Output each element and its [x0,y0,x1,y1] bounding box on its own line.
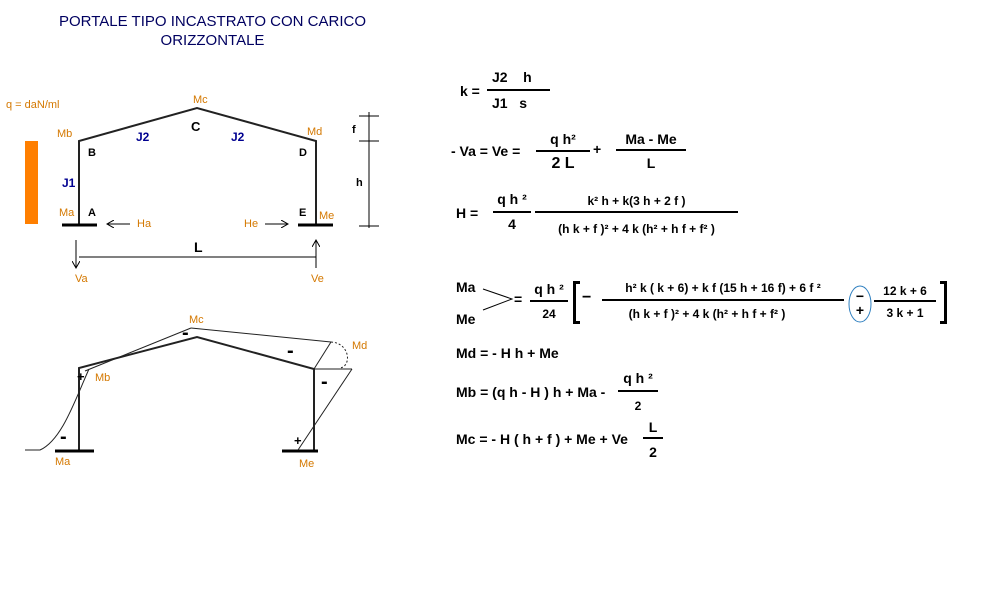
label-md: Md [307,126,322,138]
formula-mb-lhs: Mb = (q h - H ) h + Ma - [456,384,606,400]
label-ve: Ve [311,273,324,285]
label-e: E [299,207,306,219]
label-mc: Mc [193,94,208,106]
formula-h-den2: (h k + f )² + 4 k (h² + h f + f² ) [558,222,715,236]
formula-mc-den: 2 [649,444,657,460]
label-h: h [356,177,363,189]
fraction-bar [618,390,658,392]
formula-va-lhs: - Va = Ve = [451,143,521,159]
label-va: Va [75,273,89,285]
moment-frame [78,335,315,450]
fraction-bar [874,300,936,302]
moment-line-right-column [297,368,353,451]
formula-mc-num: L [648,419,658,435]
page-title: PORTALE TIPO INCASTRATO CON CARICO ORIZZ… [30,12,395,50]
moment-sign-minus-beam: - [287,340,294,362]
moment-dashed-arc [330,341,348,369]
moment-sign-minus-ma: - [60,426,67,448]
load-label: q = daN/ml [6,99,60,111]
title-line-2: ORIZZONTALE [160,32,265,49]
label-d: D [299,147,307,159]
fraction-bar [535,211,738,213]
moment-label-ma: Ma [55,456,71,468]
label-j2-right: J2 [231,130,245,144]
fraction-bar [487,89,550,91]
moment-line-right [313,341,332,370]
formula-k-denominator: J1 s [492,95,528,111]
moment-curve-left-column [25,368,90,451]
formula-mame-minus: − [582,289,592,306]
formula-mame-pm-top: − [855,288,865,304]
formula-h-lhs: H = [456,205,479,221]
label-me: Me [319,210,334,222]
formula-h-num2: k² h + k(3 h + 2 f ) [587,194,686,208]
formula-mame-num1: q h ² [534,281,564,297]
label-j1: J1 [62,176,76,190]
label-mb: Mb [57,128,72,140]
formula-mame-pm-bottom: + [855,302,865,318]
formula-va-num1: q h² [550,131,576,147]
fraction-bar [493,211,531,213]
load-bar [25,141,38,224]
formula-va-plus: + [593,141,602,157]
label-j2-left: J2 [136,130,150,144]
title-line-1: PORTALE TIPO INCASTRATO CON CARICO [59,13,366,30]
formula-mame-num3: 12 k + 6 [883,284,927,298]
formula-va-num2: Ma - Me [625,131,677,147]
moment-sign-plus-mb: + [77,369,85,384]
fraction-bar [616,149,686,151]
fraction-bar [602,299,844,301]
formula-h-num1: q h ² [497,191,527,207]
formula-mb-den: 2 [634,399,642,413]
formula-mame-me: Me [456,311,476,327]
bracket-right [940,281,947,324]
moment-label-mc: Mc [189,314,204,326]
moment-sign-minus-column: - [321,371,328,393]
label-f: f [352,124,356,136]
fraction-bar [643,437,663,439]
formula-mame-den1: 24 [542,307,556,321]
label-ha: Ha [137,218,152,230]
formula-va-den2: L [646,155,656,171]
bracket-left [573,281,580,324]
formula-mb-num: q h ² [623,370,653,386]
formula-mc-lhs: Mc = - H ( h + f ) + Me + Ve [456,431,628,447]
frame-structure [78,106,317,225]
frame-diagram: q = daN/ml Mc C Mb B Md D J2 J2 J1 Ma A … [6,94,379,285]
moment-label-md: Md [352,340,367,352]
fraction-bar [530,300,568,302]
label-b: B [88,147,96,159]
formula-k-lhs: k = [460,83,480,99]
formula-mame-den3: 3 k + 1 [886,306,924,320]
formula-mame-ma: Ma [456,279,476,295]
moment-line-mid [190,327,332,343]
formula-mame-num2: h² k ( k + 6) + k f (15 h + 16 f) + 6 f … [625,281,821,295]
formula-k-numerator: J2 h [492,69,532,85]
formula-va-den1: 2 L [551,155,575,172]
label-a: A [88,207,96,219]
moment-label-me: Me [299,458,314,470]
formula-mame-den2: (h k + f )² + 4 k (h² + h f + f² ) [628,307,786,321]
label-c: C [191,119,201,134]
formula-h-den1: 4 [508,216,516,232]
mame-fork [482,288,514,311]
fraction-bar [536,150,590,152]
moment-sign-minus-mc: - [182,322,189,344]
formula-md: Md = - H h + Me [456,345,559,361]
label-he: He [244,218,258,230]
label-l: L [194,239,203,255]
label-ma: Ma [59,207,75,219]
moment-label-mb: Mb [95,372,110,384]
plus-minus-circle [848,285,872,323]
moment-sign-plus-me: + [294,433,302,448]
moment-line-left-beam [84,327,192,372]
moment-diagram: Mc Md Mb Ma Me - - - - + + [25,314,367,470]
formula-mame-eq: = [514,291,523,307]
